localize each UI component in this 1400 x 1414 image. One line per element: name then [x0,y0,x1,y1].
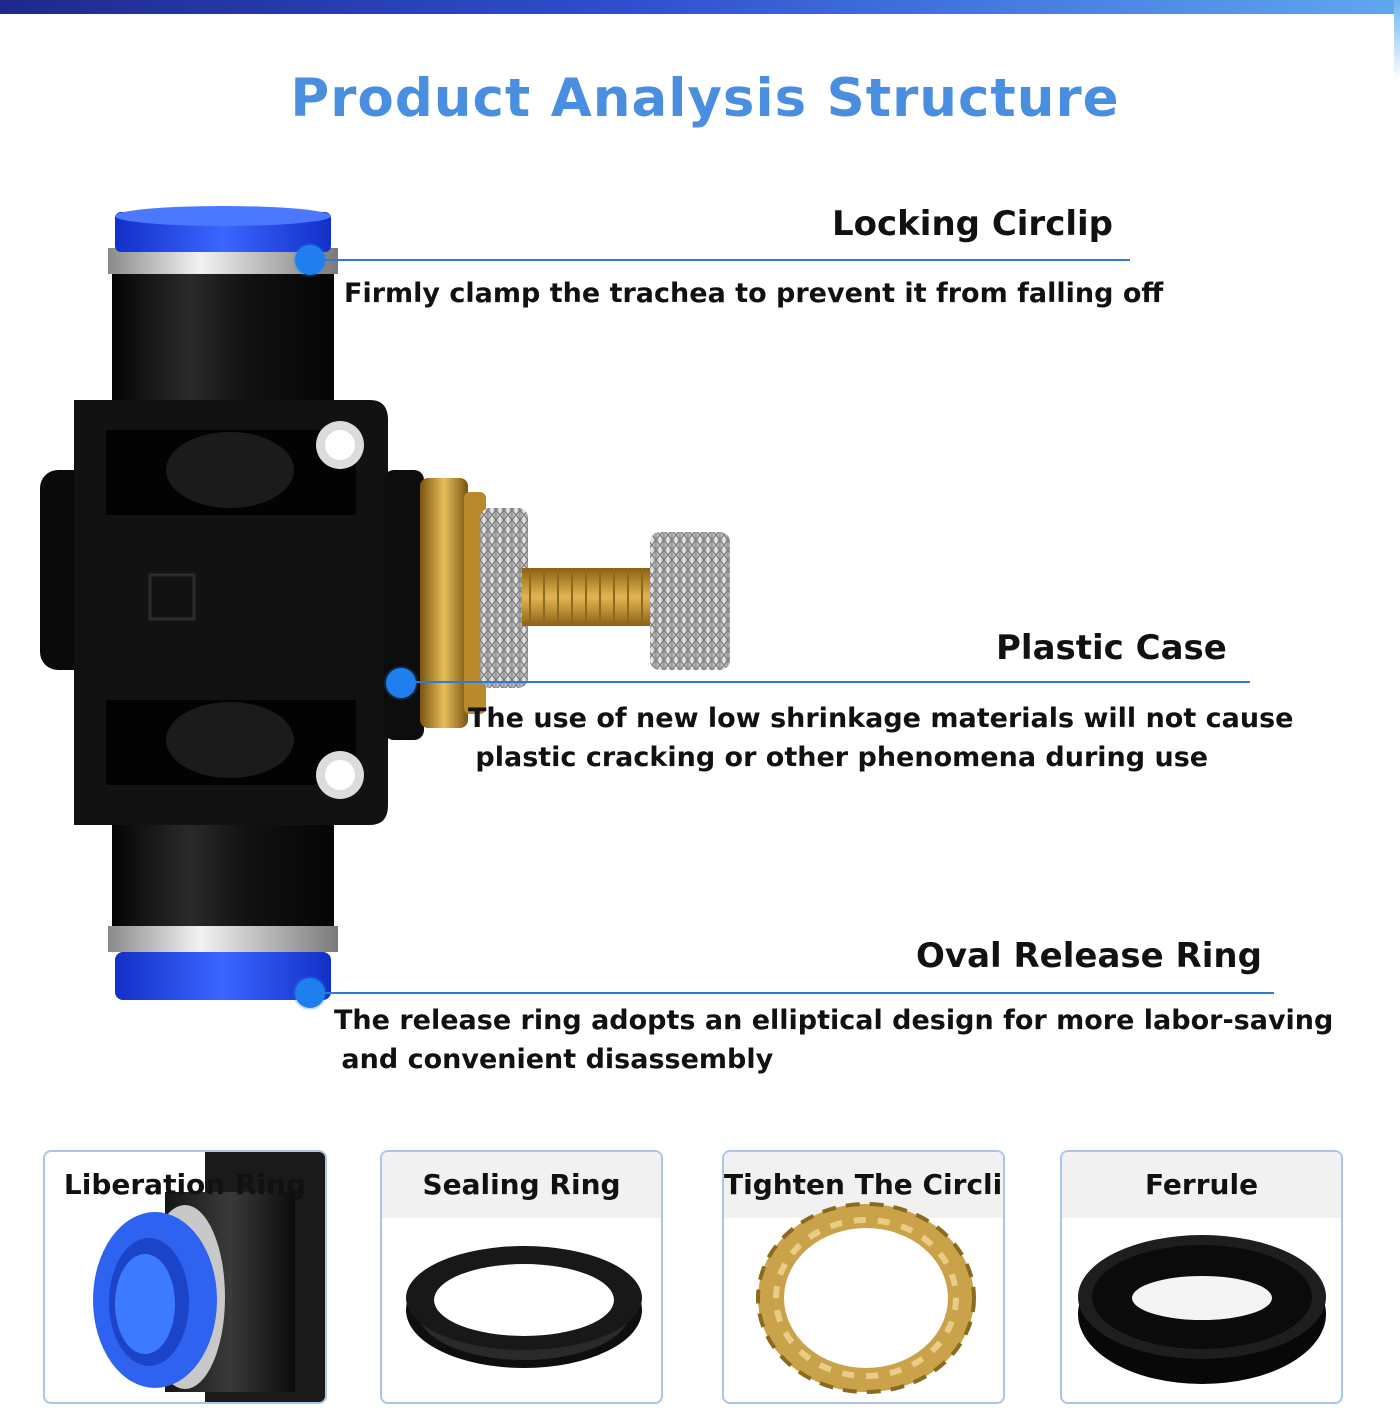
callout-description: The release ring adopts an elliptical de… [334,1005,1334,1036]
flow-control-valve-image [40,206,730,1000]
leader-line [318,259,1130,261]
callout-description: and convenient disassembly [332,1044,774,1075]
callout-description: The use of new low shrinkage materials w… [468,703,1294,734]
part-name: Tighten The Circlip [724,1168,1005,1201]
marker-dot [386,668,416,698]
liberation-ring-icon [93,1152,325,1402]
part-card-ferrule: Ferrule [1060,1150,1343,1404]
ferrule-icon [1078,1235,1326,1384]
part-card-header [1062,1152,1341,1218]
part-card-header [382,1152,661,1218]
part-name: Sealing Ring [422,1168,621,1201]
part-name: Liberation Ring [63,1168,307,1201]
callout-label: Locking Circlip [832,204,1113,244]
callout-description: plastic cracking or other phenomena duri… [466,742,1209,773]
leader-line [318,992,1274,994]
part-card-circlip: Tighten The Circlip [722,1150,1005,1404]
part-card-liberation-ring: Liberation Ring [43,1150,327,1404]
circlip-icon [756,1202,976,1394]
page-title: Product Analysis Structure [290,68,1120,129]
top-banner-strip [0,0,1400,14]
callout-label: Oval Release Ring [916,936,1262,976]
callout-label: Plastic Case [996,628,1227,668]
callout-description: Firmly clamp the trachea to prevent it f… [344,278,1164,309]
leader-line [408,681,1250,683]
part-card-sealing-ring: Sealing Ring [380,1150,663,1404]
part-name: Ferrule [1144,1168,1259,1201]
right-edge-accent [1394,0,1400,80]
sealing-ring-icon [406,1246,642,1368]
